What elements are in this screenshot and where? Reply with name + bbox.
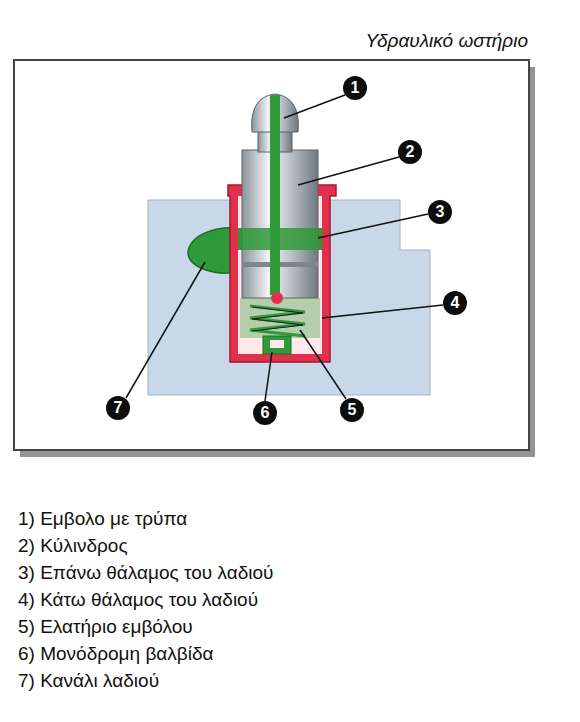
callout-number: 1 <box>343 76 367 100</box>
callout-number: 4 <box>443 291 467 315</box>
part-name: 4) Κάτω θάλαμος του λαδιού <box>18 589 258 611</box>
lower-oil-chamber <box>240 298 320 338</box>
leader-lines <box>126 95 443 401</box>
part-name: 2) Κύλινδρος <box>18 535 128 557</box>
callout-number: 6 <box>253 401 277 425</box>
part-name: 6) Μονόδρομη βαλβίδα <box>18 643 214 665</box>
callout-number: 3 <box>428 200 452 224</box>
piston-spring-edge <box>252 307 303 331</box>
diagram-title: Υδραυλικό ωστήριο <box>365 30 528 52</box>
callout-number: 7 <box>106 396 130 420</box>
part-name: 1) Εμβολο με τρύπα <box>18 508 187 530</box>
part-name: 7) Κανάλι λαδιού <box>18 670 159 692</box>
frame <box>14 60 529 450</box>
piston-spring <box>250 306 305 336</box>
check-valve <box>263 336 291 354</box>
callout-number: 2 <box>398 140 422 164</box>
part-name: 5) Ελατήριο εμβόλου <box>18 616 193 638</box>
oil-hole <box>270 95 280 295</box>
part-name: 3) Επάνω θάλαμος του λαδιού <box>18 562 273 584</box>
check-ball <box>271 292 283 304</box>
check-valve-seat <box>270 340 284 348</box>
callout-number: 5 <box>340 398 364 422</box>
